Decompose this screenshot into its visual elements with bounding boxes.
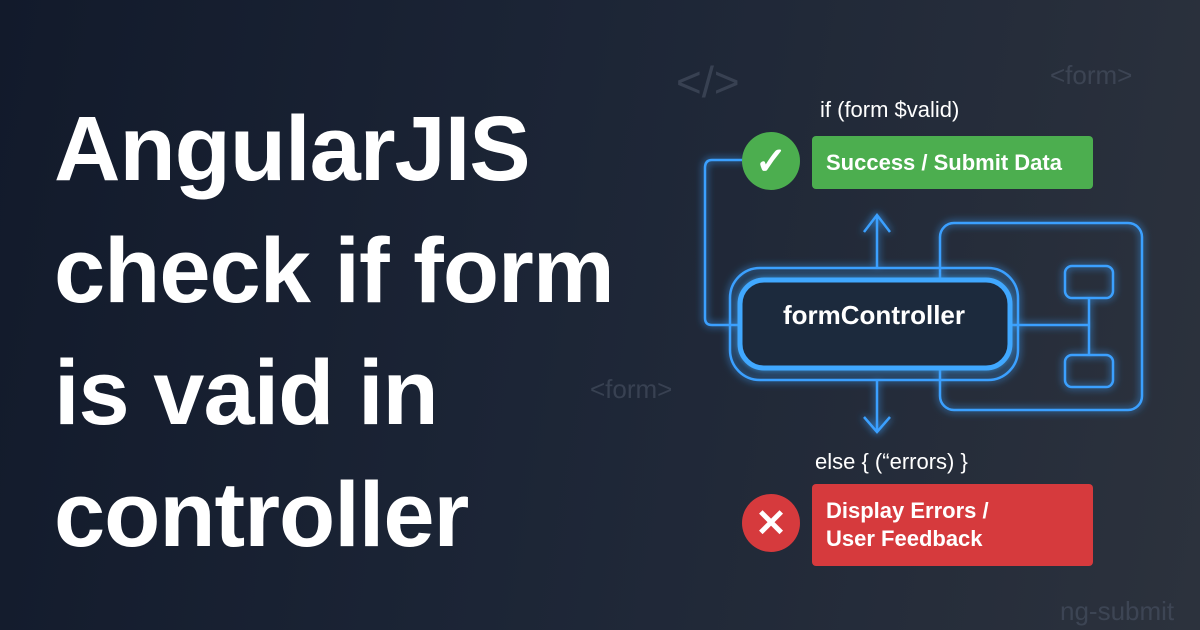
connector-left: [703, 158, 745, 327]
controller-box: [737, 277, 1013, 371]
success-box: Success / Submit Data: [812, 136, 1093, 189]
title-line: check if form: [54, 220, 615, 322]
error-label-line1: Display Errors /: [826, 498, 989, 523]
check-icon: ✓: [742, 132, 800, 190]
side-box-bottom: [1063, 353, 1115, 389]
success-label: Success / Submit Data: [826, 149, 1062, 175]
title-line: controller: [54, 464, 469, 566]
page-title: AngularJIS check if form is vaid in cont…: [54, 88, 615, 576]
bg-code-tag: </>: [676, 58, 740, 107]
arrow-down-icon: [863, 380, 891, 434]
bg-ng-submit: ng-submit: [1060, 596, 1175, 626]
side-box-top: [1063, 264, 1115, 300]
side-connector: [1010, 298, 1091, 355]
bg-form-tag-top: <form>: [1050, 60, 1133, 90]
if-condition: if (form $valid): [820, 97, 960, 122]
error-label-line2: User Feedback: [826, 526, 983, 551]
arrow-up-icon: [863, 212, 891, 268]
error-box: Display Errors / User Feedback: [812, 484, 1093, 566]
else-condition: else { (“errors) }: [815, 449, 968, 474]
title-line: is vaid in: [54, 342, 439, 444]
bg-form-tag-left: <form>: [590, 374, 673, 404]
title-line: AngularJIS: [54, 98, 531, 200]
error-x-icon: ✕: [742, 494, 800, 552]
controller-label: formController: [783, 300, 965, 330]
